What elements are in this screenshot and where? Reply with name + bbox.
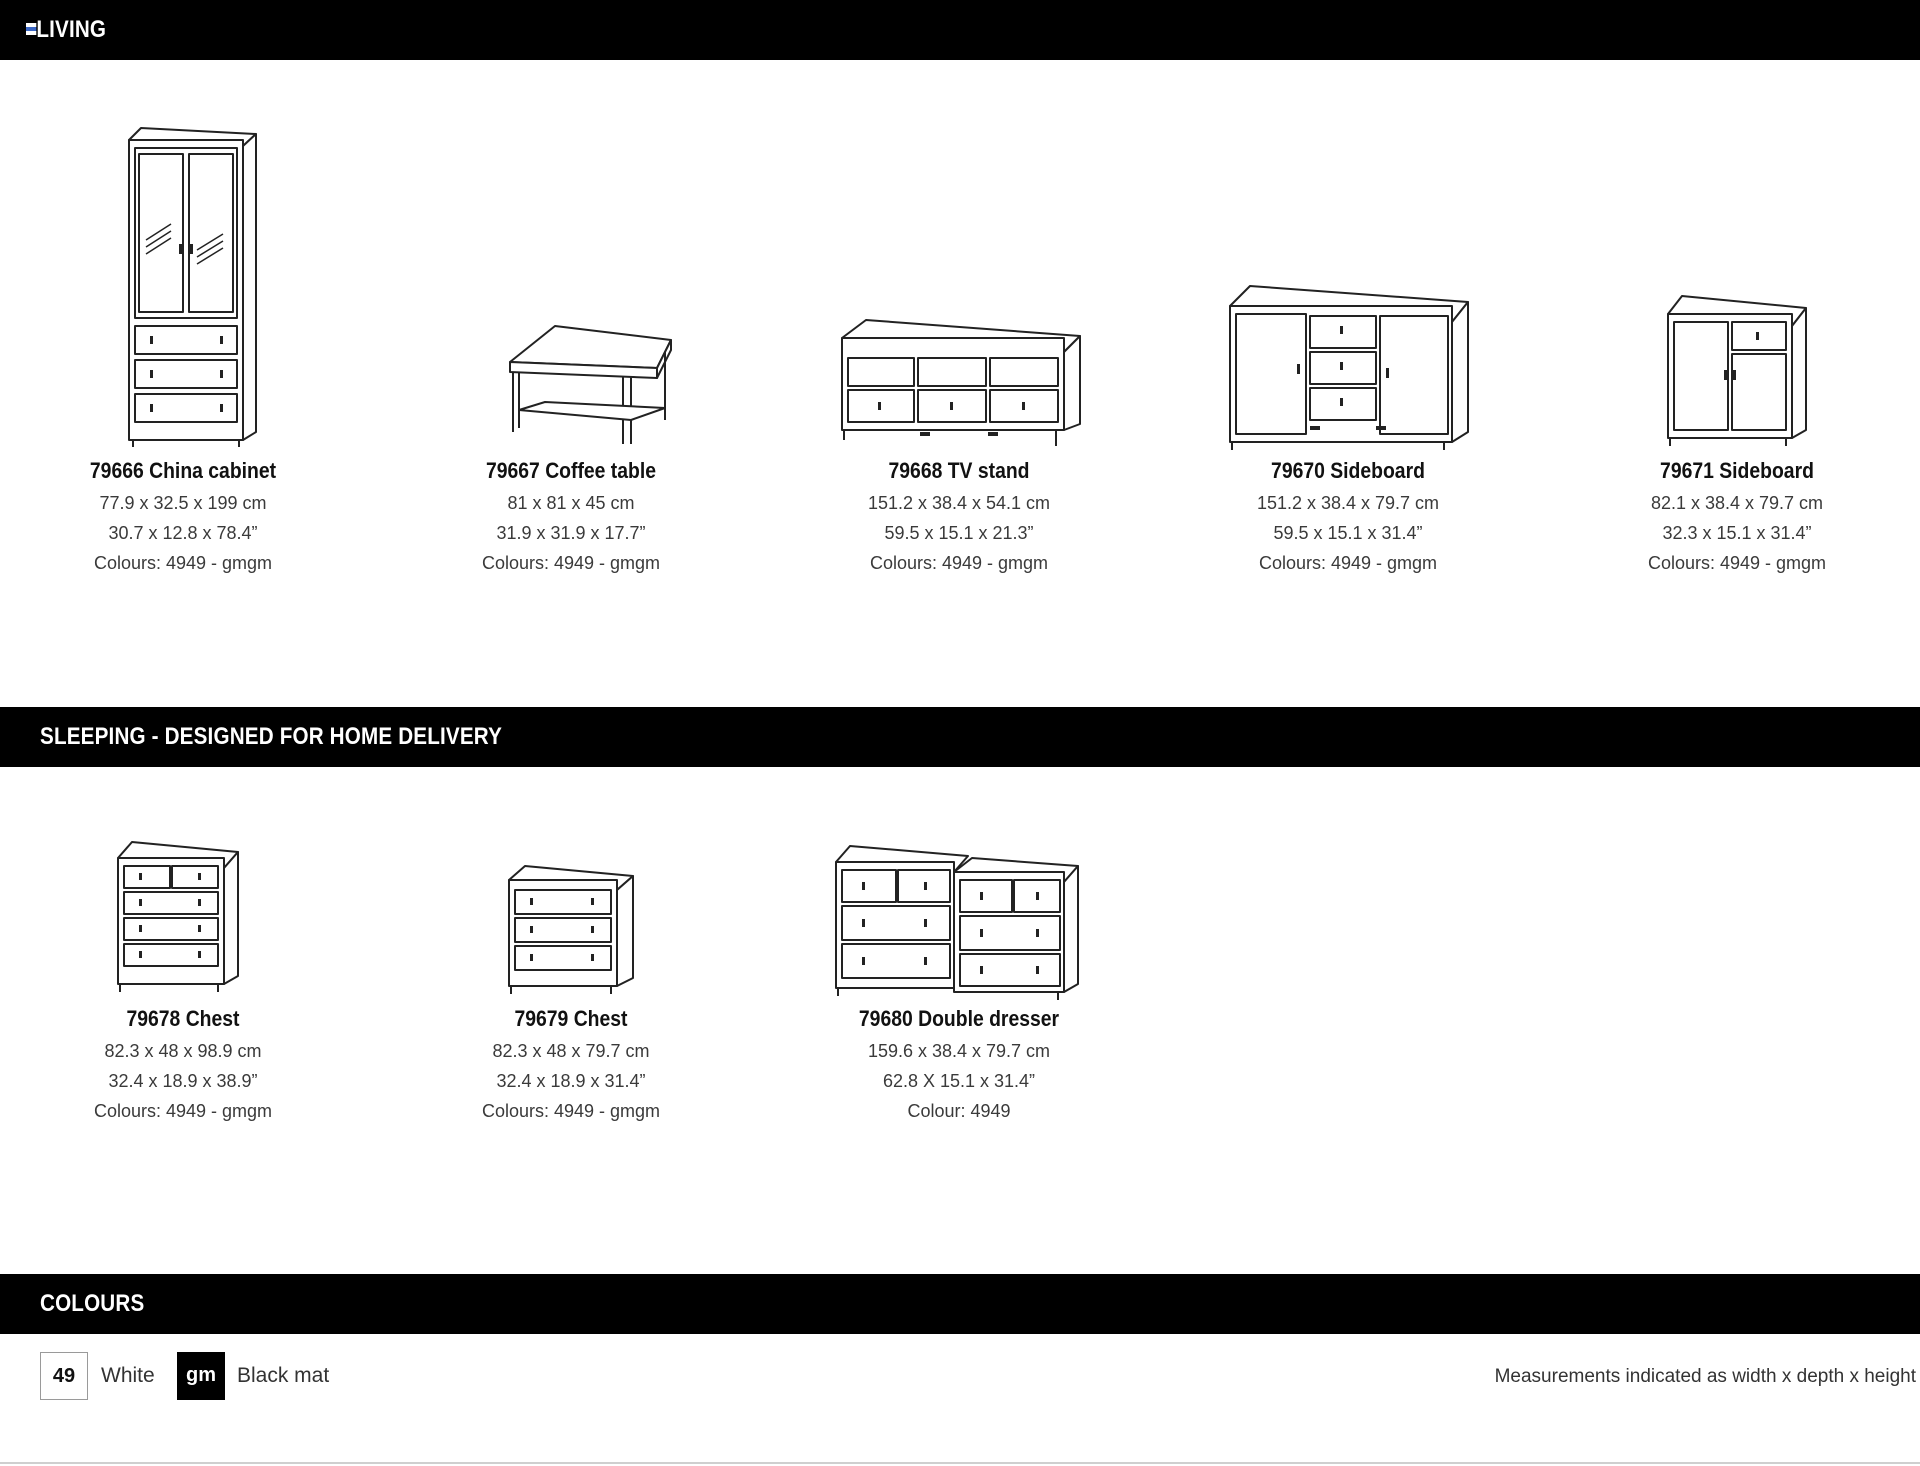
product-colours: Colour: 4949	[907, 1101, 1011, 1121]
chest-tall-drawing	[117, 841, 239, 992]
sleeping-section-header: SLEEPING - DESIGNED FOR HOME DELIVERY	[0, 707, 1920, 767]
colour-label-black: Black mat	[237, 1364, 330, 1387]
product-imperial-size: 31.9 x 31.9 x 17.7”	[496, 523, 646, 543]
product-name: 79668 TV stand	[888, 458, 1030, 483]
product-imperial-size: 59.5 x 15.1 x 21.3”	[884, 523, 1034, 543]
product-sideboard-large: 79670 Sideboard 151.2 x 38.4 x 79.7 cm 5…	[1198, 458, 1498, 578]
product-imperial-size: 32.3 x 15.1 x 31.4”	[1662, 523, 1812, 543]
double-dresser-drawing	[835, 845, 1079, 1000]
product-metric-size: 151.2 x 38.4 x 54.1 cm	[867, 493, 1051, 513]
product-card	[33, 122, 333, 447]
product-chest-short: 79679 Chest 82.3 x 48 x 79.7 cm 32.4 x 1…	[421, 1006, 721, 1126]
colours-section-title: COLOURS	[40, 1290, 145, 1317]
product-metric-size: 82.1 x 38.4 x 79.7 cm	[1650, 493, 1824, 513]
tv-stand-drawing	[841, 319, 1081, 446]
colours-section-header: COLOURS	[0, 1274, 1920, 1334]
product-metric-size: 151.2 x 38.4 x 79.7 cm	[1256, 493, 1440, 513]
product-name: 79666 China cabinet	[89, 458, 277, 483]
china-cabinet-drawing	[128, 127, 257, 447]
sideboard-large-drawing	[1229, 285, 1469, 450]
product-imperial-size: 32.4 x 18.9 x 38.9”	[108, 1071, 258, 1091]
product-name: 79671 Sideboard	[1660, 458, 1814, 483]
product-name: 79678 Chest	[126, 1006, 240, 1031]
product-metric-size: 81 x 81 x 45 cm	[507, 493, 635, 513]
product-name: 79680 Double dresser	[858, 1006, 1060, 1031]
product-colours: Colours: 4949 - gmgm	[93, 1101, 273, 1121]
sleeping-section-title: SLEEPING - DESIGNED FOR HOME DELIVERY	[40, 723, 503, 750]
colour-label-white: White	[101, 1364, 155, 1387]
product-double-dresser: 79680 Double dresser 159.6 x 38.4 x 79.7…	[809, 1006, 1109, 1126]
sideboard-small-drawing	[1667, 295, 1807, 446]
product-colours: Colours: 4949 - gmgm	[481, 1101, 661, 1121]
product-colours: Colours: 4949 - gmgm	[869, 553, 1049, 573]
product-imperial-size: 30.7 x 12.8 x 78.4”	[108, 523, 258, 543]
bottom-divider	[0, 1462, 1920, 1464]
product-metric-size: 82.3 x 48 x 79.7 cm	[492, 1041, 650, 1061]
product-metric-size: 82.3 x 48 x 98.9 cm	[104, 1041, 262, 1061]
product-imperial-size: 62.8 X 15.1 x 31.4”	[882, 1071, 1036, 1091]
flag-icon	[26, 22, 37, 35]
product-chest-tall: 79678 Chest 82.3 x 48 x 98.9 cm 32.4 x 1…	[33, 1006, 333, 1126]
product-colours: Colours: 4949 - gmgm	[1647, 553, 1827, 573]
product-name: 79670 Sideboard	[1271, 458, 1425, 483]
product-name: 79667 Coffee table	[485, 458, 657, 483]
colour-swatch-white: 49	[40, 1352, 88, 1400]
product-colours: Colours: 4949 - gmgm	[481, 553, 661, 573]
product-colours: Colours: 4949 - gmgm	[1258, 553, 1438, 573]
product-metric-size: 159.6 x 38.4 x 79.7 cm	[867, 1041, 1051, 1061]
living-section-header: LIVING	[0, 0, 1920, 60]
product-coffee-table: 79667 Coffee table 81 x 81 x 45 cm 31.9 …	[421, 458, 721, 578]
product-sideboard-small: 79671 Sideboard 82.1 x 38.4 x 79.7 cm 32…	[1587, 458, 1887, 578]
product-imperial-size: 59.5 x 15.1 x 31.4”	[1273, 523, 1423, 543]
product-metric-size: 77.9 x 32.5 x 199 cm	[99, 493, 267, 513]
product-imperial-size: 32.4 x 18.9 x 31.4”	[496, 1071, 646, 1091]
product-tv-stand: 79668 TV stand 151.2 x 38.4 x 54.1 cm 59…	[809, 458, 1109, 578]
product-china-cabinet: 79666 China cabinet 77.9 x 32.5 x 199 cm…	[33, 458, 333, 578]
living-section-title: LIVING	[36, 16, 107, 43]
chest-short-drawing	[508, 865, 634, 994]
product-name: 79679 Chest	[514, 1006, 628, 1031]
product-colours: Colours: 4949 - gmgm	[93, 553, 273, 573]
measurements-note: Measurements indicated as width x depth …	[1494, 1366, 1916, 1387]
coffee-table-drawing	[509, 325, 672, 444]
colour-swatch-black: gm	[177, 1352, 225, 1400]
